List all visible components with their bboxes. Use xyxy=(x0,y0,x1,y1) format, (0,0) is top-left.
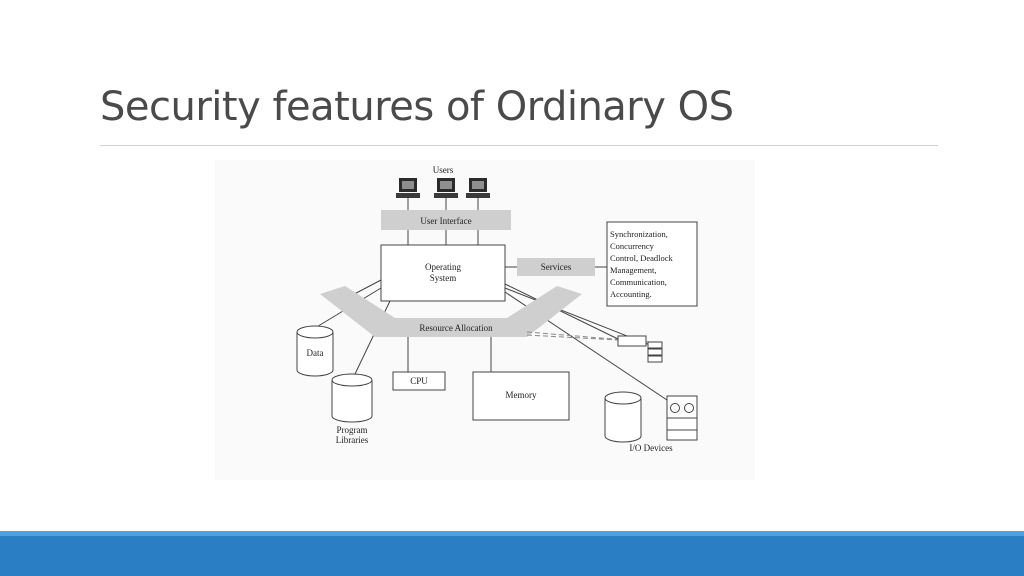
resource-allocation-label: Resource Allocation xyxy=(419,323,493,333)
terminal-stack-icon xyxy=(647,341,663,363)
slide-title: Security features of Ordinary OS xyxy=(100,84,734,130)
os-label-line1: Operating xyxy=(425,262,461,272)
disk-cylinder-icon xyxy=(604,391,642,443)
cpu-label: CPU xyxy=(410,376,428,386)
computer-terminal-icon xyxy=(466,178,490,198)
computer-terminal-icon xyxy=(434,178,458,198)
resource-allocation-band xyxy=(320,286,582,337)
user-interface-band xyxy=(381,210,511,230)
footer-bar xyxy=(0,536,1024,576)
io-devices-label: I/O Devices xyxy=(629,443,673,453)
data-label: Data xyxy=(307,348,324,358)
operating-system-box xyxy=(380,244,506,302)
footer-accent-line xyxy=(0,531,1024,536)
users-label: Users xyxy=(433,165,454,175)
services-label: Services xyxy=(541,262,572,272)
services-item: Accounting. xyxy=(610,289,652,299)
services-item: Management, xyxy=(610,265,657,275)
tape-drive-icon xyxy=(666,395,698,441)
program-libraries-cylinder-icon xyxy=(331,373,373,423)
program-libraries-label-line2: Libraries xyxy=(336,435,369,445)
data-cylinder-icon xyxy=(296,325,334,377)
services-item: Control, Deadlock xyxy=(610,253,674,263)
memory-box xyxy=(472,371,570,421)
computer-terminal-icon xyxy=(396,178,420,198)
services-detail-box xyxy=(606,221,698,307)
title-divider xyxy=(100,145,938,146)
services-box xyxy=(517,258,595,276)
services-item: Concurrency xyxy=(610,241,655,251)
io-device-box xyxy=(617,335,647,347)
cpu-box xyxy=(392,371,446,391)
services-item: Communication, xyxy=(610,277,667,287)
os-diagram-svg: Users User Interface Operating Syste xyxy=(215,160,755,480)
os-diagram: Users User Interface Operating Syste xyxy=(215,160,755,480)
memory-label: Memory xyxy=(506,390,537,400)
user-interface-label: User Interface xyxy=(420,216,471,226)
program-libraries-label-line1: Program xyxy=(337,425,368,435)
services-item: Synchronization, xyxy=(610,229,668,239)
os-label-line2: System xyxy=(430,273,457,283)
